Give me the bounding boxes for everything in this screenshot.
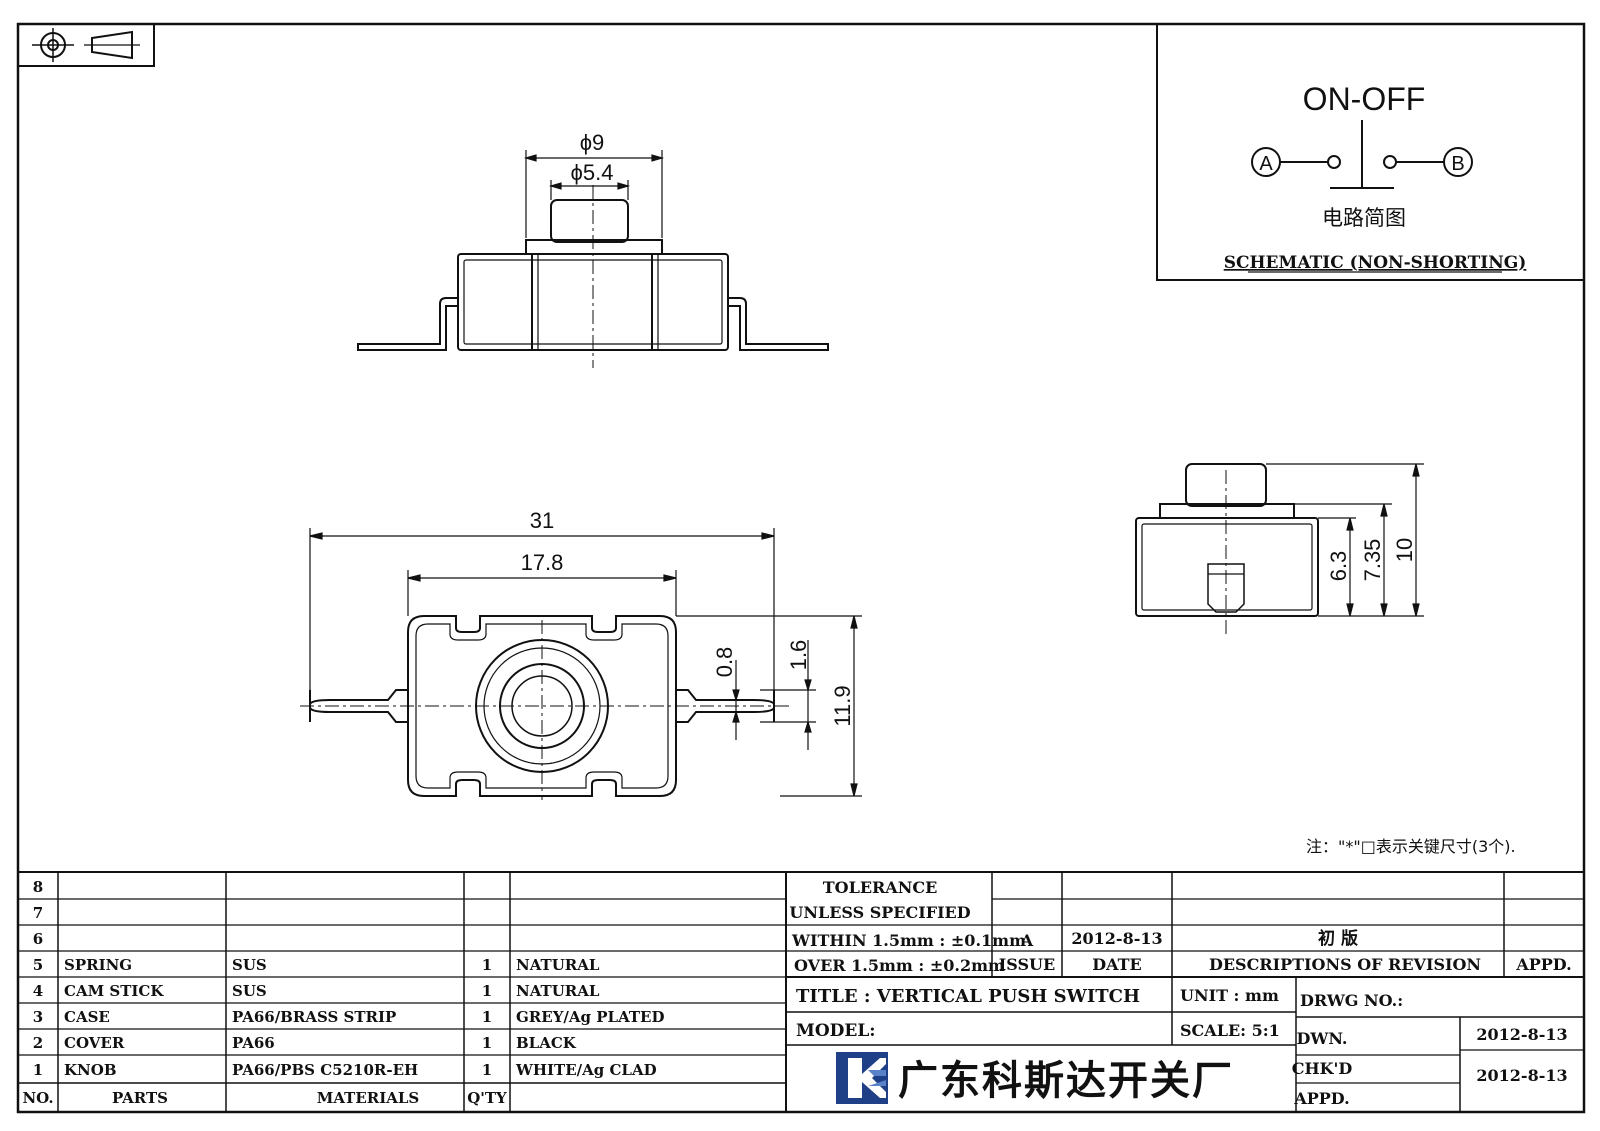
dim-6-3: 6.3 <box>1326 551 1351 582</box>
bom-row-8: 8 <box>33 878 43 896</box>
bom-part: COVER <box>64 1034 125 1052</box>
key-dimension-note: 注："*"□表示关键尺寸(3个). <box>1306 837 1516 856</box>
bom-row-2: 2 COVER PA66 1 BLACK <box>33 1034 577 1052</box>
schematic-caption-cn: 电路简图 <box>1322 206 1406 230</box>
company-logo-icon <box>836 1052 888 1104</box>
dim-phi9: ϕ9 <box>580 130 605 155</box>
title-block <box>786 872 1584 1112</box>
bom-finish: GREY/Ag PLATED <box>516 1008 665 1026</box>
date-value: 2012-8-13 <box>1071 929 1162 948</box>
schematic-panel: ON-OFF A B 电路简图 SCHEMATIC (NON-SHORTING) <box>1156 23 1585 281</box>
bom-no: 6 <box>33 930 43 948</box>
bom-row-3: 3 CASE PA66/BRASS STRIP 1 GREY/Ag PLATED <box>33 1008 665 1026</box>
bom-qty: 1 <box>482 1061 492 1079</box>
bom-no: 1 <box>33 1061 43 1079</box>
revision-desc-label: DESCRIPTIONS OF REVISION <box>1209 955 1481 974</box>
bom-row-4: 4 CAM STICK SUS 1 NATURAL <box>33 982 600 1000</box>
bom-qty: 1 <box>482 1008 492 1026</box>
tolerance-within: WITHIN 1.5mm : ±0.1mm <box>791 931 1026 950</box>
terminal-a-label: A <box>1259 153 1273 175</box>
bom-table <box>18 871 1584 1112</box>
dim-phi5-4: ϕ5.4 <box>571 160 614 185</box>
bom-no: 4 <box>33 982 43 1000</box>
dwn-date: 2012-8-13 <box>1476 1025 1567 1044</box>
dim-17-8: 17.8 <box>521 550 564 575</box>
chkd-label: CHK'D <box>1292 1059 1353 1078</box>
dwn-label: DWN. <box>1296 1029 1347 1048</box>
drawing-border <box>16 22 1586 1114</box>
front-dims <box>523 150 665 238</box>
bom-qty: 1 <box>482 956 492 974</box>
top-dims <box>309 528 862 797</box>
tolerance-line-2: UNLESS SPECIFIED <box>789 903 970 922</box>
top-view <box>300 615 790 800</box>
dim-1-6: 1.6 <box>786 640 811 671</box>
dim-10: 10 <box>1392 538 1417 562</box>
bom-no: 7 <box>33 904 43 922</box>
company-name: 广东科斯达开关厂 <box>898 1058 1234 1104</box>
bom-material: PA66/PBS C5210R-EH <box>232 1061 418 1079</box>
dim-7-35: 7.35 <box>1360 539 1385 582</box>
bom-finish: BLACK <box>516 1034 577 1052</box>
bom-row-5: 5 SPRING SUS 1 NATURAL <box>33 956 600 974</box>
bom-no: 3 <box>33 1008 43 1026</box>
terminal-b-label: B <box>1451 153 1464 175</box>
bom-part: CASE <box>64 1008 110 1026</box>
bom-qty: 1 <box>482 982 492 1000</box>
bom-material: PA66/BRASS STRIP <box>232 1008 396 1026</box>
bom-part: CAM STICK <box>64 982 164 1000</box>
bom-no: 8 <box>33 878 43 896</box>
appd-label: APPD. <box>1515 955 1571 974</box>
bom-no: 2 <box>33 1034 43 1052</box>
schematic-caption-en: SCHEMATIC (NON-SHORTING) <box>1224 253 1527 273</box>
dim-0-8: 0.8 <box>712 647 737 678</box>
side-dims <box>1266 463 1424 617</box>
bom-qty: 1 <box>482 1034 492 1052</box>
front-view <box>357 185 829 368</box>
bom-no: 5 <box>33 956 43 974</box>
bom-material: SUS <box>232 982 267 1000</box>
dim-11-9: 11.9 <box>830 685 855 726</box>
bom-header: NO. PARTS MATERIALS Q'TY <box>22 1089 507 1107</box>
bom-row-1: 1 KNOB PA66/PBS C5210R-EH 1 WHITE/Ag CLA… <box>33 1061 657 1079</box>
bom-part: KNOB <box>64 1061 117 1079</box>
drwg-no-label: DRWG NO.: <box>1300 991 1403 1010</box>
bom-finish: NATURAL <box>516 982 600 1000</box>
bom-material: SUS <box>232 956 267 974</box>
bom-part: SPRING <box>64 956 132 974</box>
tolerance-line-1: TOLERANCE <box>823 878 938 897</box>
bom-row-7: 7 <box>33 904 43 922</box>
unit-label: UNIT : mm <box>1180 986 1279 1005</box>
header-parts: PARTS <box>112 1089 168 1107</box>
tolerance-over: OVER 1.5mm : ±0.2mm <box>794 956 1005 975</box>
header-qty: Q'TY <box>467 1089 507 1107</box>
schematic-title: ON-OFF <box>1303 81 1426 117</box>
date-label: DATE <box>1092 955 1142 974</box>
header-materials: MATERIALS <box>317 1089 420 1107</box>
drawing-title: TITLE : VERTICAL PUSH SWITCH <box>796 986 1140 1007</box>
scale-label: SCALE: 5:1 <box>1180 1021 1280 1040</box>
bom-finish: NATURAL <box>516 956 600 974</box>
revision-description: 初 版 <box>1318 928 1358 949</box>
dim-31: 31 <box>530 508 554 533</box>
bom-row-6: 6 <box>33 930 43 948</box>
appd-label-2: APPD. <box>1293 1089 1349 1108</box>
header-no: NO. <box>22 1089 53 1107</box>
issue-label: ISSUE <box>999 955 1055 974</box>
projection-symbol-icon <box>17 23 155 67</box>
model-label: MODEL: <box>796 1021 876 1041</box>
chkd-date: 2012-8-13 <box>1476 1066 1567 1085</box>
issue-value: A <box>1020 931 1034 950</box>
bom-material: PA66 <box>232 1034 275 1052</box>
side-view <box>1135 463 1319 636</box>
bom-finish: WHITE/Ag CLAD <box>515 1061 657 1079</box>
